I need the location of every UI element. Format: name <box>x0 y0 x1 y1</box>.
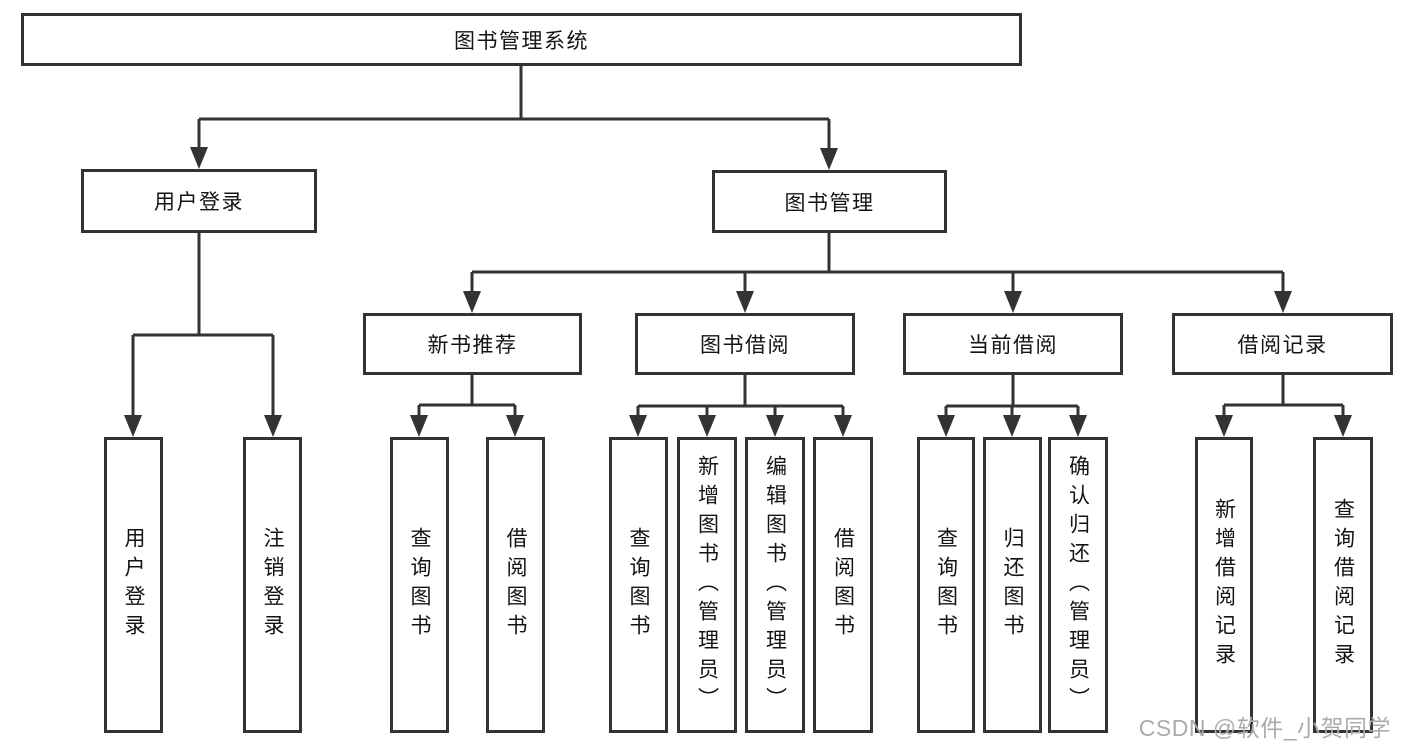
leaf-query-books-borrow: 查询图书 <box>609 437 668 733</box>
leaf-return-books: 归还图书 <box>983 437 1042 733</box>
node-new-book-recommend: 新书推荐 <box>363 313 582 375</box>
leaf-add-borrow-record: 新增借阅记录 <box>1195 437 1253 733</box>
node-library-management-system: 图书管理系统 <box>21 13 1022 66</box>
leaf-query-books-recommend: 查询图书 <box>390 437 449 733</box>
leaf-user-login: 用户登录 <box>104 437 163 733</box>
node-book-management: 图书管理 <box>712 170 947 233</box>
leaf-confirm-return-admin: 确认归还（管理员） <box>1048 437 1108 733</box>
node-borrow-records: 借阅记录 <box>1172 313 1393 375</box>
leaf-borrow-books-recommend: 借阅图书 <box>486 437 545 733</box>
leaf-borrow-books: 借阅图书 <box>813 437 873 733</box>
node-user-login: 用户登录 <box>81 169 317 233</box>
leaf-edit-book-admin: 编辑图书（管理员） <box>745 437 805 733</box>
node-current-borrow: 当前借阅 <box>903 313 1123 375</box>
node-book-borrow: 图书借阅 <box>635 313 855 375</box>
leaf-query-books-current: 查询图书 <box>917 437 975 733</box>
leaf-add-book-admin: 新增图书（管理员） <box>677 437 737 733</box>
leaf-query-borrow-record: 查询借阅记录 <box>1313 437 1373 733</box>
leaf-logout: 注销登录 <box>243 437 302 733</box>
arrowheads <box>124 147 1352 437</box>
